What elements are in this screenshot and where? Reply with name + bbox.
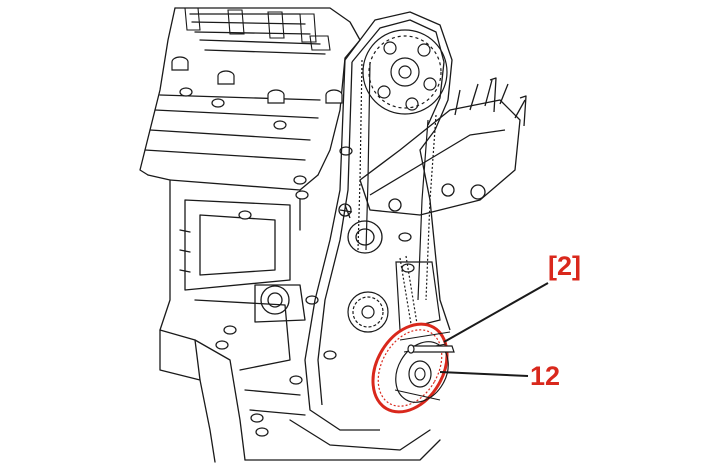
bolt <box>238 210 252 220</box>
leader-line-part <box>439 371 529 377</box>
crankshaft-sprocket <box>347 255 441 333</box>
engine-block <box>139 7 441 463</box>
timing-cover <box>304 11 453 431</box>
bolt <box>267 89 285 104</box>
bolt <box>255 427 269 437</box>
timing-belt <box>357 59 437 301</box>
bolt <box>217 70 235 85</box>
bolt <box>171 56 189 71</box>
bolt <box>179 87 193 97</box>
bolt <box>250 413 264 423</box>
leader-lines <box>439 282 549 377</box>
bolt <box>295 190 309 200</box>
bolt <box>273 120 287 130</box>
camshaft-caps <box>184 7 331 51</box>
bolt <box>293 175 307 185</box>
bolt <box>325 89 343 104</box>
bolt <box>215 340 229 350</box>
head-bolts <box>171 56 415 437</box>
bolt <box>398 232 412 242</box>
bolt <box>289 375 303 385</box>
camshaft-sprocket <box>362 29 448 115</box>
tensioner-pulley <box>338 203 383 254</box>
bolt <box>323 350 337 360</box>
bolt <box>211 98 225 108</box>
locking-pin-tool <box>407 344 455 354</box>
bolt <box>223 325 237 335</box>
engine-mount-bracket <box>359 77 527 216</box>
crankshaft-pulley-highlight <box>371 322 451 414</box>
leader-line-tool <box>443 282 549 343</box>
callout-part-number: 12 <box>530 361 561 391</box>
callout-tool-reference: [2] <box>548 251 581 281</box>
